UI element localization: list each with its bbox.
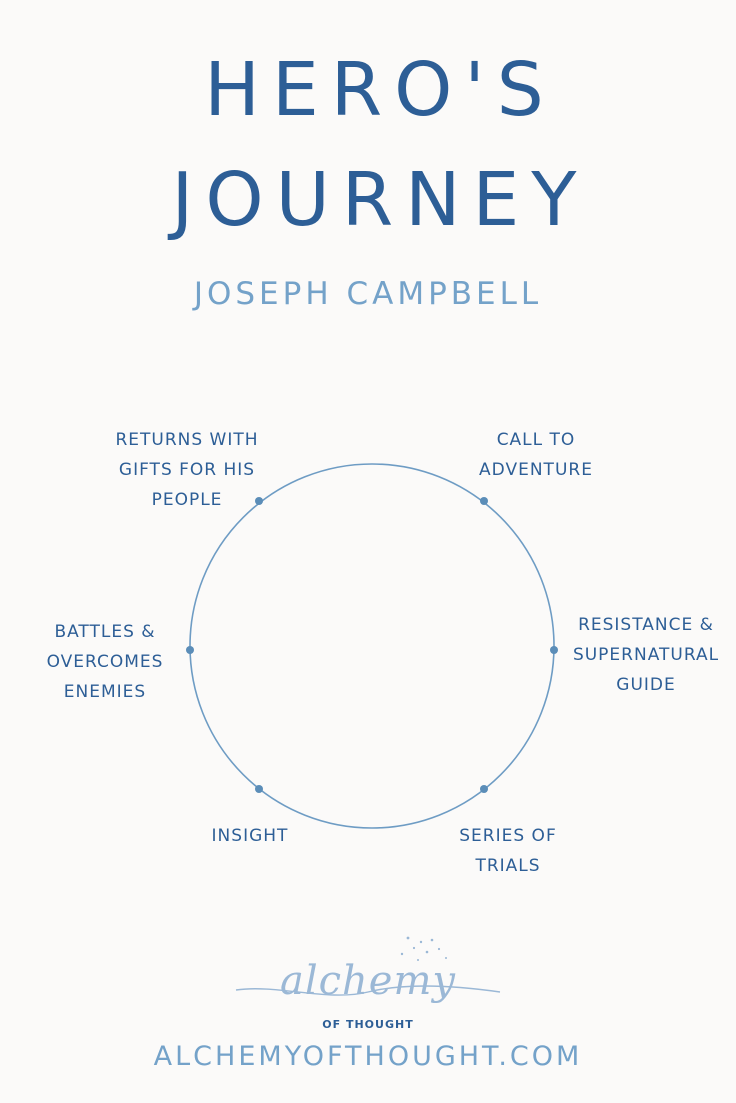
stage-label-line: ENEMIES — [63, 682, 147, 702]
stage-label-line: ADVENTURE — [479, 460, 593, 480]
stage-label-line: CALL TO — [496, 430, 576, 450]
subtitle: JOSEPH CAMPBELL — [193, 276, 543, 312]
stage-label-call-to-adventure: CALL TO ADVENTURE — [461, 425, 611, 485]
stage-dot-returns — [255, 497, 263, 505]
stage-label-series-of-trials: SERIES OF TRIALS — [433, 821, 583, 881]
stage-dot-insight — [255, 785, 263, 793]
stage-label-line: GIFTS FOR HIS — [118, 460, 256, 480]
stage-label-line: PEOPLE — [151, 490, 223, 510]
stage-label-line: SUPERNATURAL — [572, 645, 720, 665]
logo-sparkle-icon — [235, 936, 501, 996]
title-line-1: HERO'S — [204, 47, 556, 133]
stage-label-line: BATTLES & — [54, 622, 156, 642]
stage-label-returns-with-gifts: RETURNS WITH GIFTS FOR HIS PEOPLE — [102, 425, 272, 515]
alchemy-of-thought-logo: alchemy OF THOUGHT — [218, 932, 518, 1032]
stage-label-line: TRIALS — [475, 856, 541, 876]
logo-subtext: OF THOUGHT — [322, 1018, 414, 1031]
stage-label-line: INSIGHT — [211, 826, 289, 846]
stage-label-line: GUIDE — [616, 675, 676, 695]
stage-label-line: SERIES OF — [459, 826, 557, 846]
stage-dot-series-of-trials — [480, 785, 488, 793]
stage-label-insight: INSIGHT — [180, 821, 320, 851]
stage-label-line: RETURNS WITH — [115, 430, 259, 450]
stage-label-battles-overcomes-enemies: BATTLES & OVERCOMES ENEMIES — [30, 617, 180, 707]
stage-label-line: OVERCOMES — [46, 652, 164, 672]
stage-label-resistance-supernatural-guide: RESISTANCE & SUPERNATURAL GUIDE — [560, 610, 732, 700]
logo-script-text: alchemy — [279, 958, 456, 1004]
stage-dot-call-to-adventure — [480, 497, 488, 505]
stage-dot-resistance — [550, 646, 558, 654]
title-line-2: JOURNEY — [171, 157, 589, 243]
stage-dot-battles — [186, 646, 194, 654]
journey-circle — [189, 463, 555, 829]
website-url: ALCHEMYOFTHOUGHT.COM — [153, 1041, 583, 1072]
stage-label-line: RESISTANCE & — [578, 615, 714, 635]
